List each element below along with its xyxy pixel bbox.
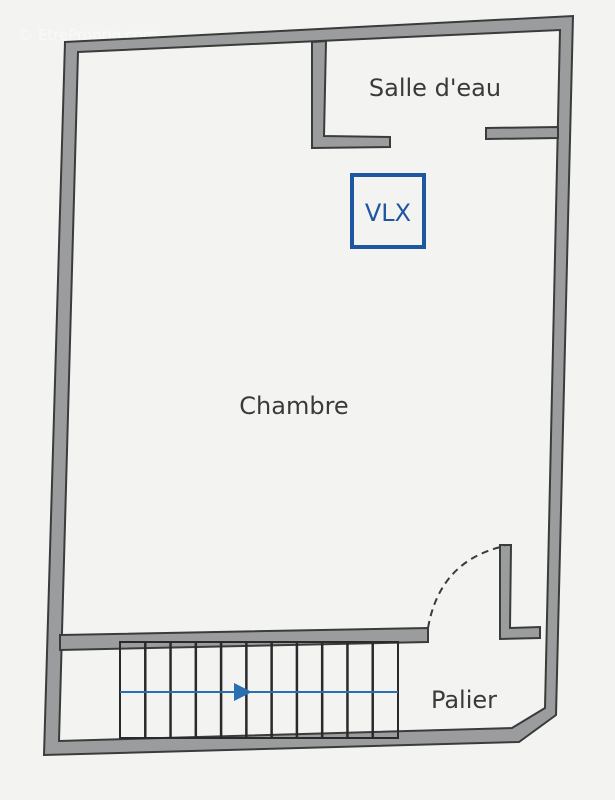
stair-arrow-icon — [234, 683, 252, 701]
bedroom-bottom-wall — [59, 626, 429, 652]
vmc-label: VLX — [365, 199, 411, 227]
outer-wall — [42, 14, 575, 757]
door-swing-icon — [427, 545, 506, 629]
landing-wall-stub — [499, 544, 541, 641]
bathroom-wall-right — [485, 125, 559, 141]
bathroom-wall-left — [311, 39, 391, 150]
vmc-box — [350, 173, 426, 249]
room-label-landing: Palier — [431, 686, 497, 714]
room-label-bathroom: Salle d'eau — [369, 74, 501, 102]
stair-treads — [144, 642, 374, 738]
staircase-frame — [119, 641, 399, 739]
staircase — [119, 641, 399, 739]
room-label-bedroom: Chambre — [239, 392, 348, 420]
